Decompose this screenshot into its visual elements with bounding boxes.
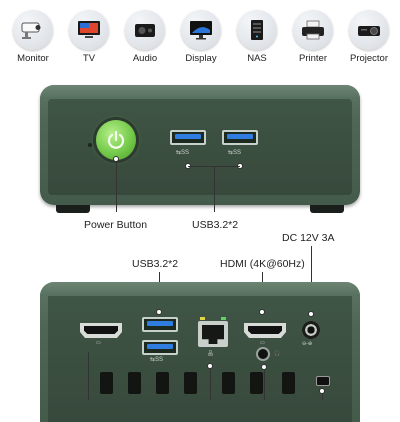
callout-line xyxy=(322,394,323,400)
callout-dot xyxy=(207,363,213,369)
device-label: Projector xyxy=(349,53,388,64)
display-icon xyxy=(181,10,221,50)
device-tv: TV xyxy=(62,10,116,64)
device-label: Audio xyxy=(132,53,158,64)
vent-slot xyxy=(184,372,197,394)
front-usb-port xyxy=(170,130,206,145)
vent-slot xyxy=(282,372,295,394)
rear-usb-port xyxy=(142,340,178,355)
callout-line xyxy=(210,369,211,400)
rear-panel xyxy=(48,296,352,422)
device-nas: NAS xyxy=(230,10,284,64)
device-foot xyxy=(56,205,90,213)
callout-dot xyxy=(259,309,265,315)
device-monitor: Monitor xyxy=(6,10,60,64)
chassis-lid xyxy=(40,85,360,99)
rear-usb-label: USB3.2*2 xyxy=(132,258,179,270)
dc-power-port xyxy=(302,321,320,339)
hdmi-logo-icon: ▭ xyxy=(96,340,101,346)
device-label: Display xyxy=(185,53,217,64)
status-led xyxy=(88,143,92,147)
ethernet-led xyxy=(221,317,226,320)
front-panel xyxy=(48,99,352,195)
ethernet-port xyxy=(198,321,228,347)
callout-line xyxy=(88,352,89,400)
callout-dot xyxy=(319,388,325,394)
vent-slot xyxy=(128,372,141,394)
rear-hdmi-label: HDMI (4K@60Hz) xyxy=(220,258,305,270)
vent-slot xyxy=(222,372,235,394)
device-icon-row: Monitor TV Audio xyxy=(0,0,400,70)
device-foot xyxy=(310,205,344,213)
headphone-icon: 🎧 xyxy=(274,351,281,357)
callout-line xyxy=(214,166,215,212)
power-icon xyxy=(107,130,125,149)
usb-logo-icon: ⇆SS xyxy=(150,357,164,363)
power-button[interactable] xyxy=(96,120,136,160)
callout-line xyxy=(311,246,312,314)
device-printer: Printer xyxy=(286,10,340,64)
device-label: Monitor xyxy=(17,53,49,64)
tv-icon xyxy=(69,10,109,50)
power-button-label: Power Button xyxy=(84,219,148,231)
device-label: Printer xyxy=(299,53,327,64)
printer-icon xyxy=(293,10,333,50)
device-audio: Audio xyxy=(118,10,172,64)
usb-logo-icon: ⇆SS xyxy=(228,150,242,156)
dc-polarity-icon: ⊖-⊕ xyxy=(302,341,313,347)
callout-line xyxy=(116,162,117,212)
audio-jack xyxy=(256,347,270,361)
callout-dot xyxy=(156,309,162,315)
front-usb-port xyxy=(222,130,258,145)
dc-input-label: DC 12V 3A xyxy=(282,232,335,244)
speaker-icon xyxy=(125,10,165,50)
device-projector: Projector xyxy=(342,10,396,64)
callout-dot xyxy=(308,311,314,317)
callout-dot xyxy=(261,364,267,370)
projector-icon xyxy=(349,10,389,50)
vent-slot xyxy=(100,372,113,394)
rear-hdmi-port xyxy=(244,323,286,338)
chassis-lid xyxy=(40,282,360,296)
hdmi-logo-icon: ▭ xyxy=(260,340,265,346)
mini-pc-rear xyxy=(40,282,360,422)
device-label: TV xyxy=(82,53,96,64)
ethernet-led xyxy=(200,317,205,320)
security-camera-icon xyxy=(13,10,53,50)
nas-icon xyxy=(237,10,277,50)
network-icon: 品 xyxy=(208,351,214,357)
callout-dot xyxy=(113,156,119,162)
vent-slot xyxy=(156,372,169,394)
device-label: NAS xyxy=(247,53,267,64)
kensington-lock-slot xyxy=(316,376,330,386)
device-display: Display xyxy=(174,10,228,64)
vent-slot xyxy=(250,372,263,394)
rear-hdmi-port xyxy=(80,323,122,338)
usb-logo-icon: ⇆SS xyxy=(176,150,190,156)
callout-line xyxy=(264,370,265,400)
rear-usb-port xyxy=(142,317,178,332)
front-usb-label: USB3.2*2 xyxy=(192,219,239,231)
mini-pc-front xyxy=(40,85,360,205)
